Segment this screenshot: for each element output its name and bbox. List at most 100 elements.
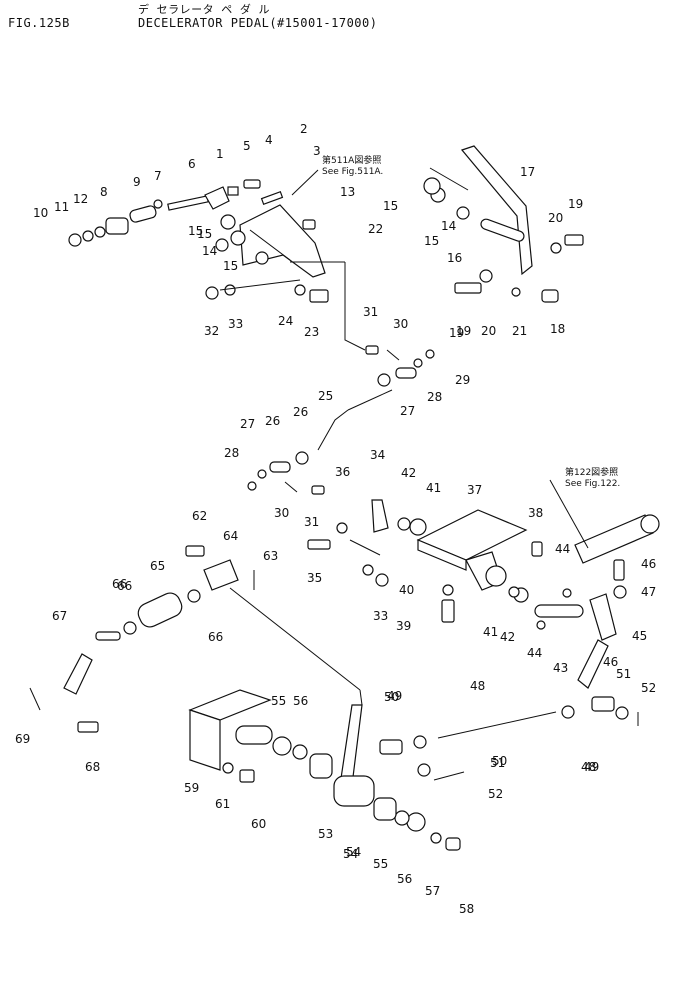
- part-bolt-31: [311, 345, 379, 495]
- part-bracket-59: [188, 689, 273, 771]
- part-number-28: 28: [427, 390, 442, 404]
- part-bearing-54: [309, 753, 397, 821]
- part-number-6: 6: [188, 157, 196, 171]
- part-number-19: 19: [449, 326, 464, 340]
- parts-drawing: [29, 145, 660, 851]
- part-number-57: 57: [425, 884, 440, 898]
- part-number-46: 46: [603, 655, 618, 669]
- part-number-1: 1: [216, 147, 224, 161]
- reference-note-511a: 第511A図参照 See Fig.511A.: [322, 156, 383, 178]
- part-number-26: 26: [265, 414, 280, 428]
- part-number-13: 13: [340, 185, 355, 199]
- part-number-30: 30: [274, 506, 289, 520]
- part-number-52: 52: [488, 787, 503, 801]
- reference-122-jp: 第122図参照: [565, 468, 619, 478]
- part-washer-7: [153, 199, 163, 209]
- part-number-55: 55: [271, 694, 286, 708]
- part-washer-61: [222, 762, 234, 774]
- part-pin-2: [260, 190, 284, 206]
- part-washer-47: [613, 585, 627, 599]
- part-number-28: 28: [224, 446, 239, 460]
- part-bolt-62: [185, 545, 205, 557]
- part-washer-24: [294, 284, 306, 296]
- part-number-53: 53: [318, 827, 333, 841]
- part-washer-40: [442, 584, 454, 596]
- part-washer-57: [430, 832, 442, 844]
- part-number-19: 19: [456, 324, 471, 338]
- part-number-36: 36: [335, 465, 350, 479]
- part-number-15: 15: [223, 259, 238, 273]
- part-number-61: 61: [215, 797, 230, 811]
- part-bolt-23: [309, 289, 329, 303]
- part-number-10: 10: [33, 206, 48, 220]
- part-number-65: 65: [150, 559, 165, 573]
- part-number-58: 58: [459, 902, 474, 916]
- part-number-9: 9: [133, 175, 141, 189]
- part-rod-25: [317, 389, 393, 451]
- part-clevis-27: [269, 367, 417, 473]
- part-clip-36: [336, 522, 348, 534]
- part-number-8: 8: [100, 185, 108, 199]
- part-number-11: 11: [54, 200, 69, 214]
- part-number-43: 43: [553, 661, 568, 675]
- part-number-14: 14: [441, 219, 456, 233]
- part-number-22: 22: [368, 222, 383, 236]
- part-number-15: 15: [383, 199, 398, 213]
- part-number-66: 66: [112, 577, 127, 591]
- part-bolt-46: [613, 559, 625, 581]
- part-number-66: 66: [208, 630, 223, 644]
- part-number-29: 29: [455, 373, 470, 387]
- part-cotter-30: [284, 349, 400, 493]
- part-number-18: 18: [550, 322, 565, 336]
- part-shaft-46: [574, 514, 660, 564]
- part-bracket-1: [204, 186, 230, 210]
- part-washer-11: [82, 230, 94, 242]
- part-number-20: 20: [548, 211, 563, 225]
- part-number-56: 56: [293, 694, 308, 708]
- part-washer-20: [479, 269, 493, 283]
- part-number-55: 55: [373, 857, 388, 871]
- part-number-42: 42: [401, 466, 416, 480]
- part-number-20: 20: [481, 324, 496, 338]
- part-number-46: 46: [641, 557, 656, 571]
- part-nut-49: [413, 705, 575, 749]
- part-fitting-58: [445, 837, 461, 851]
- part-lever-45: [577, 593, 617, 689]
- part-number-68: 68: [85, 760, 100, 774]
- part-number-48: 48: [581, 760, 596, 774]
- part-number-47: 47: [641, 585, 656, 599]
- part-number-41: 41: [426, 481, 441, 495]
- part-bushing-8: [105, 217, 129, 235]
- part-stopper-18: [541, 289, 559, 303]
- part-number-50: 50: [384, 690, 399, 704]
- part-bolt-60: [239, 769, 255, 783]
- part-cotter-52: [433, 712, 639, 781]
- part-number-31: 31: [363, 305, 378, 319]
- part-number-69: 69: [15, 732, 30, 746]
- part-pin-21: [511, 287, 521, 297]
- part-pin-44: [536, 588, 572, 630]
- part-washer-33-lower: [362, 564, 374, 576]
- part-number-38: 38: [528, 506, 543, 520]
- part-shaft-43: [534, 604, 584, 618]
- part-number-27: 27: [400, 404, 415, 418]
- part-rod-67: [63, 631, 121, 695]
- part-cylinder-65: [137, 592, 183, 628]
- part-number-50: 50: [492, 754, 507, 768]
- part-washer-55: [292, 744, 410, 826]
- part-number-62: 62: [192, 509, 207, 523]
- part-number-32: 32: [204, 324, 219, 338]
- part-pedal-lever-53: [333, 704, 375, 807]
- part-number-4: 4: [265, 133, 273, 147]
- part-shaft-16: [480, 218, 525, 242]
- reference-note-122: 第122図参照 See Fig.122.: [565, 468, 620, 490]
- part-number-15: 15: [188, 224, 203, 238]
- part-arm-22: [239, 204, 326, 278]
- part-number-40: 40: [399, 583, 414, 597]
- part-number-64: 64: [223, 529, 238, 543]
- part-nut-26: [295, 373, 391, 465]
- part-number-16: 16: [447, 251, 462, 265]
- leader-lines: [219, 167, 589, 706]
- part-bearing-14: [220, 214, 246, 246]
